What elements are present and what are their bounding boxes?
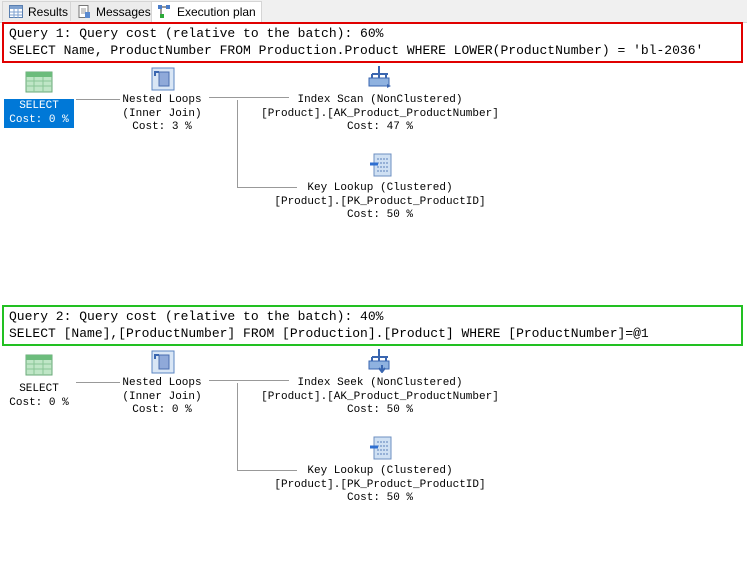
query-2-plan: Query 2: Query cost (relative to the bat… (0, 283, 747, 566)
connector-arrow (76, 99, 120, 100)
connector-arrow (76, 382, 120, 383)
node-label: SELECT (19, 100, 59, 112)
query-1-plan: Query 1: Query cost (relative to the bat… (2, 22, 743, 223)
node-label: Key Lookup (Clustered) (307, 465, 453, 477)
node-cost: Cost: 47 % (346, 121, 413, 133)
node-type: (Inner Join) (122, 107, 202, 120)
tab-results[interactable]: Results (2, 1, 75, 21)
plan-icon (158, 5, 170, 18)
tab-label: Messages (96, 5, 151, 19)
query-header: Query 1: Query cost (relative to the bat… (2, 22, 743, 63)
tab-label: Results (28, 5, 69, 19)
nested-loops-node[interactable]: Nested Loops(Inner Join)Cost: 3 % (102, 94, 222, 135)
key-lookup-node[interactable]: Key Lookup (Clustered)[Product].[PK_Prod… (240, 182, 520, 223)
result-tabs: Results Messages Execution plan (0, 0, 747, 23)
node-cost: Cost: 0 % (9, 113, 69, 126)
node-object: [Product].[PK_Product_ProductID] (274, 478, 486, 491)
query-sql: SELECT Name, ProductNumber FROM Producti… (9, 43, 704, 58)
connector-arrow (237, 100, 238, 187)
key-lookup-icon (370, 436, 392, 460)
node-label: Nested Loops (122, 94, 202, 106)
connector-arrow (237, 187, 297, 188)
node-cost: Cost: 0 % (132, 404, 192, 416)
query-header: Query 2: Query cost (relative to the bat… (2, 305, 743, 346)
node-cost: Cost: 0 % (9, 396, 69, 409)
node-cost: Cost: 50 % (346, 209, 413, 221)
index-seek-node[interactable]: Index Seek (NonClustered)[Product].[AK_P… (240, 377, 520, 418)
nested-loops-node[interactable]: Nested Loops(Inner Join)Cost: 0 % (102, 377, 222, 418)
node-label: Index Seek (NonClustered) (297, 377, 463, 389)
select-icon (25, 354, 53, 376)
connector-arrow (237, 470, 297, 471)
query-sql: SELECT [Name],[ProductNumber] FROM [Prod… (9, 326, 649, 341)
node-label: Index Scan (NonClustered) (297, 94, 463, 106)
nested-loops-icon (151, 350, 175, 374)
document-icon (78, 5, 90, 18)
tab-messages[interactable]: Messages (70, 1, 157, 21)
grid-icon (9, 5, 23, 18)
node-type: (Inner Join) (122, 390, 202, 403)
key-lookup-node[interactable]: Key Lookup (Clustered)[Product].[PK_Prod… (240, 465, 520, 506)
node-cost: Cost: 50 % (346, 404, 413, 416)
node-label: Nested Loops (122, 377, 202, 389)
key-lookup-icon (370, 153, 392, 177)
nested-loops-icon (151, 67, 175, 91)
node-label: Key Lookup (Clustered) (307, 182, 453, 194)
index-scan-node[interactable]: Index Scan (NonClustered)[Product].[AK_P… (240, 94, 520, 135)
connector-arrow (237, 383, 238, 470)
node-object: [Product].[PK_Product_ProductID] (274, 195, 486, 208)
node-label: SELECT (19, 383, 59, 395)
tab-label: Execution plan (177, 5, 256, 19)
query-cost: Query 2: Query cost (relative to the bat… (9, 309, 384, 324)
connector-arrow (209, 97, 289, 98)
select-icon (25, 71, 53, 93)
tab-execution-plan[interactable]: Execution plan (151, 1, 262, 23)
index-seek-icon (368, 349, 390, 373)
connector-arrow (209, 380, 289, 381)
node-cost: Cost: 3 % (132, 121, 192, 133)
index-scan-icon (368, 66, 391, 88)
node-object: [Product].[AK_Product_ProductNumber] (261, 107, 499, 120)
node-object: [Product].[AK_Product_ProductNumber] (261, 390, 499, 403)
query-cost: Query 1: Query cost (relative to the bat… (9, 26, 384, 41)
node-cost: Cost: 50 % (346, 492, 413, 504)
